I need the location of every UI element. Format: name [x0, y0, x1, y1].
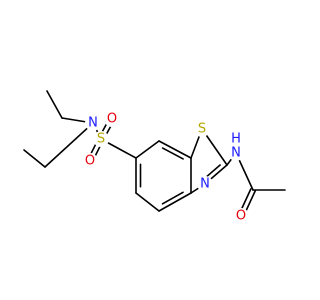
svg-text:S: S [198, 122, 206, 137]
svg-text:S: S [97, 132, 105, 147]
ring-double-bond [161, 191, 184, 205]
ring-double-bond [161, 147, 184, 160]
amide-nitrogen-label: N [228, 145, 244, 161]
ring-double-bond [158, 140, 192, 159]
ethyl-n-bond [44, 122, 94, 168]
svg-text:N: N [88, 116, 98, 131]
thiazole-nitrogen-label: N [197, 176, 213, 192]
ring-double-bond [158, 192, 192, 212]
sulfonyl-sulfur-label: S [93, 131, 109, 147]
amide-hydrogen-label: H [231, 132, 241, 147]
svg-text:O: O [236, 209, 246, 224]
amine-nitrogen-label: N [85, 115, 101, 131]
thiazole-sulfur-label: S [194, 121, 210, 137]
ethyl-bond [46, 90, 63, 119]
svg-text:N: N [231, 146, 241, 161]
ring-bond [135, 140, 160, 159]
ethyl-bond [23, 149, 46, 168]
svg-text:N: N [200, 177, 210, 192]
sulfonyl-oxygen-label: O [82, 153, 98, 169]
svg-text:O: O [107, 112, 117, 127]
ring-bond [135, 192, 160, 212]
bond-layer [23, 90, 286, 218]
ring-double-bond [205, 164, 221, 178]
svg-text:H: H [231, 132, 241, 147]
carbonyl-oxygen-label: O [233, 208, 249, 224]
sulfonyl-oxygen-label: O [104, 111, 120, 127]
svg-text:O: O [85, 154, 95, 169]
